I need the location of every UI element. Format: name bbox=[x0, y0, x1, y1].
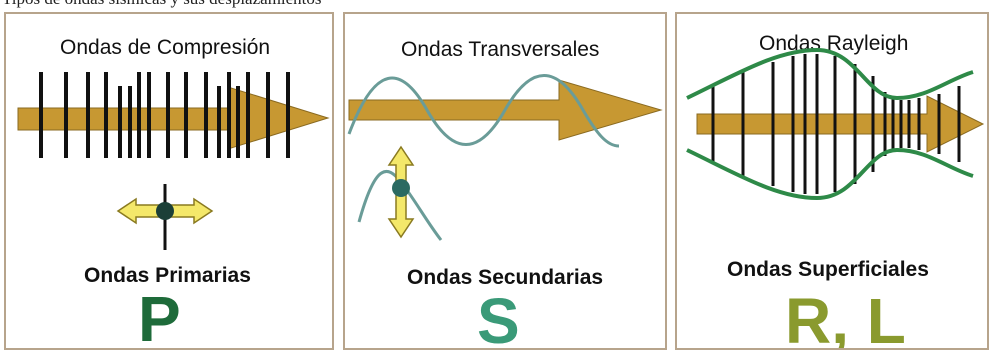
cropped-caption: Tipos de ondas sísmicas y sus desplazami… bbox=[0, 0, 992, 8]
panel-p-waves: Ondas de Compresión bbox=[4, 12, 334, 350]
propagation-arrow bbox=[696, 95, 985, 153]
transverse-wave-line bbox=[347, 74, 620, 148]
wave-envelope bbox=[686, 47, 974, 201]
panel-surface-waves: Ondas Rayleigh Ondas Superficiales R, L bbox=[675, 12, 989, 350]
wave-label: Ondas Primarias bbox=[84, 264, 251, 287]
compression-wave-icon bbox=[17, 72, 330, 250]
wave-label: Ondas Superficiales bbox=[727, 258, 929, 281]
wave-letter: R, L bbox=[785, 285, 906, 350]
wave-letter: S bbox=[477, 285, 520, 350]
panel-s-waves: Ondas Transversales Ondas Secundarias S bbox=[343, 12, 667, 350]
rayleigh-lines bbox=[711, 54, 961, 194]
wave-label: Ondas Secundarias bbox=[407, 266, 604, 289]
panel-title: Ondas Rayleigh bbox=[759, 32, 909, 55]
transverse-wave-icon bbox=[347, 74, 663, 241]
compression-lines bbox=[39, 72, 290, 158]
panel-title: Ondas Transversales bbox=[401, 38, 600, 61]
wave-letter: P bbox=[138, 283, 181, 350]
panel-title: Ondas de Compresión bbox=[60, 36, 271, 59]
horizontal-motion-icon bbox=[116, 184, 214, 250]
vertical-motion-icon bbox=[357, 145, 443, 241]
rayleigh-wave-icon bbox=[686, 47, 985, 201]
